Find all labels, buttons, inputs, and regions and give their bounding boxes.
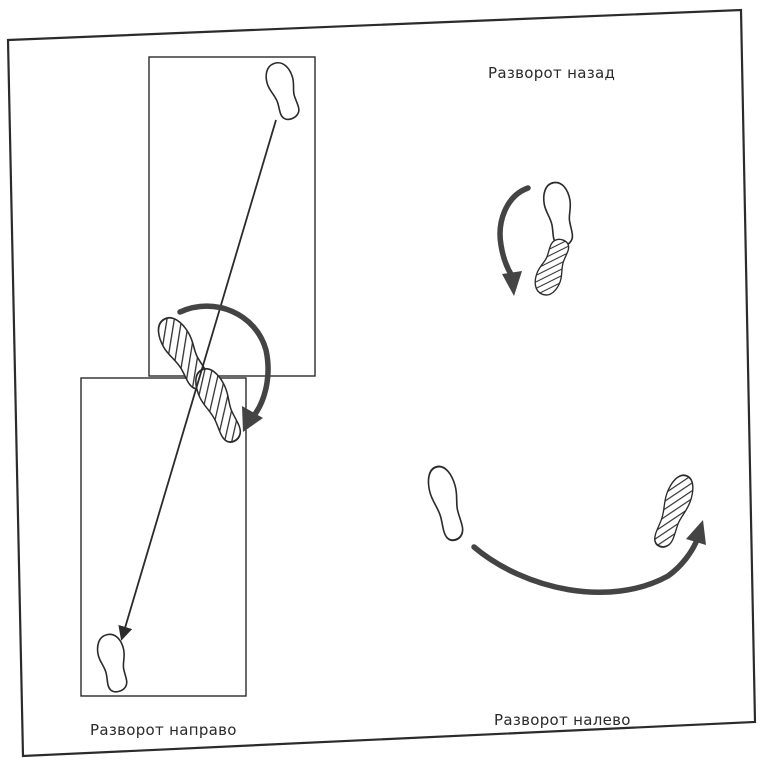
arrowhead-icon bbox=[502, 271, 522, 296]
footprint-icon bbox=[94, 632, 131, 694]
footprint-icon bbox=[262, 59, 305, 122]
turn-left-diagram bbox=[424, 463, 706, 592]
turn-back-label: Разворот назад bbox=[488, 64, 615, 82]
turn-left-label: Разворот налево bbox=[494, 711, 631, 729]
turn-right-label: Разворот направо bbox=[90, 721, 237, 739]
arrowhead-icon bbox=[686, 520, 706, 545]
turn-right-diagram bbox=[94, 59, 304, 694]
curved-arrow-icon bbox=[500, 188, 528, 276]
footprint-icon bbox=[424, 463, 469, 543]
footprint-icon bbox=[541, 180, 578, 247]
turn-back-diagram bbox=[500, 180, 577, 298]
walking-path-line bbox=[122, 120, 276, 638]
hatched-footprint-icon bbox=[531, 236, 574, 299]
curved-arrow-icon bbox=[474, 540, 697, 592]
